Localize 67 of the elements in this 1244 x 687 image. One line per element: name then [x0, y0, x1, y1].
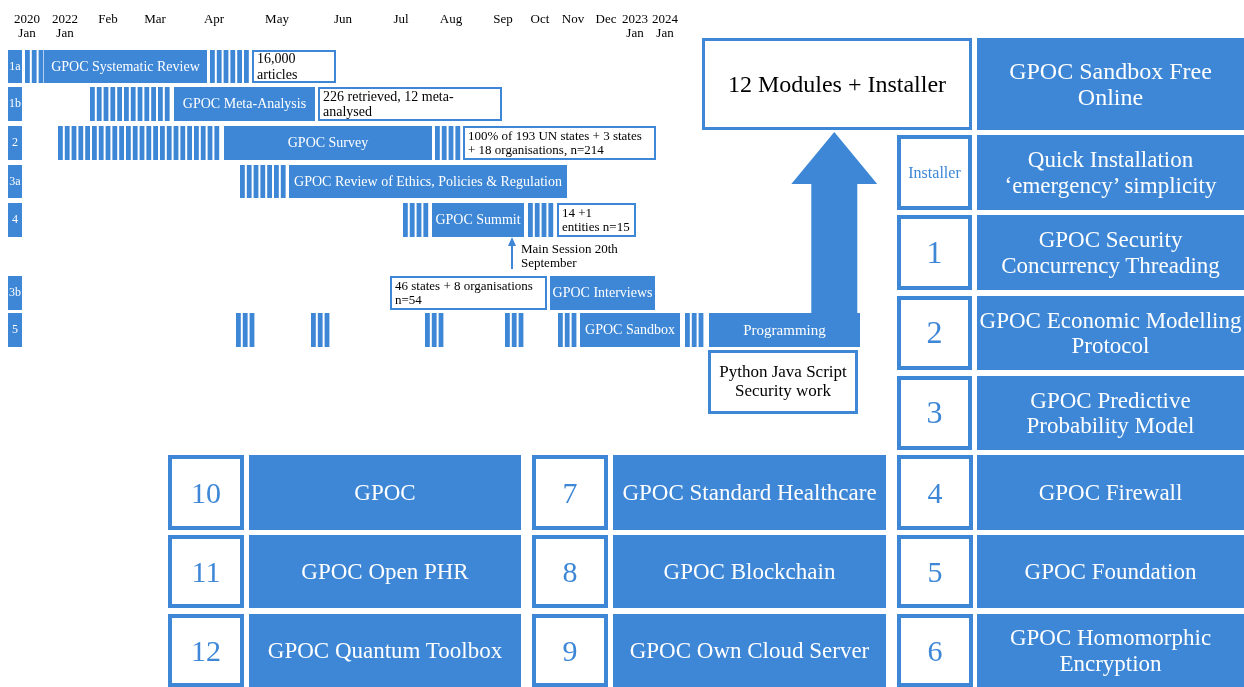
module-number: 8 — [532, 535, 608, 608]
axis-label: Apr — [202, 12, 226, 26]
axis-label: Mar — [143, 12, 167, 26]
module-number: 12 — [168, 614, 244, 687]
axis-label: 2024 Jan — [651, 12, 679, 40]
axis-label: Sep — [492, 12, 514, 26]
module-number: 7 — [532, 455, 608, 530]
summary-box: 12 Modules + Installer — [702, 38, 972, 130]
note-box: Python Java Script Security work — [708, 350, 858, 414]
module-number: 2 — [897, 296, 972, 370]
module-box: GPOC Blockchain — [613, 535, 886, 608]
row-label: 1b — [8, 87, 22, 121]
task-bar: GPOC Systematic Review — [44, 50, 207, 83]
note-box: 226 retrieved, 12 meta-analysed — [318, 87, 502, 121]
task-bar: GPOC Review of Ethics, Policies & Regulation — [289, 165, 567, 198]
module-box: GPOC Foundation — [977, 535, 1244, 608]
module-number: Installer — [897, 135, 972, 210]
module-box: GPOC Sandbox Free Online — [977, 38, 1244, 130]
module-number: 1 — [897, 215, 972, 290]
axis-label: 2020 Jan — [13, 12, 41, 40]
module-box: GPOC Homomorphic Encryption — [977, 614, 1244, 687]
task-bar: GPOC Interviews — [550, 276, 655, 310]
module-box: GPOC Quantum Toolbox — [249, 614, 521, 687]
module-box: GPOC Firewall — [977, 455, 1244, 530]
axis-label: 2023 Jan — [621, 12, 649, 40]
task-bar: GPOC Sandbox — [580, 313, 680, 347]
axis-label: 2022 Jan — [51, 12, 79, 40]
row-label: 2 — [8, 126, 22, 160]
module-box: GPOC Economic Modelling Protocol — [977, 296, 1244, 370]
module-box: GPOC Predictive Probability Model — [977, 376, 1244, 450]
axis-label: Jul — [392, 12, 410, 26]
task-bar: GPOC Survey — [224, 126, 432, 160]
note-box: 100% of 193 UN states + 3 states + 18 organisations, n=214 — [463, 126, 656, 160]
module-number: 3 — [897, 376, 972, 450]
row-label: 3a — [8, 165, 22, 198]
row-label: 5 — [8, 313, 22, 347]
axis-label: Oct — [529, 12, 551, 26]
axis-label: Feb — [97, 12, 119, 26]
module-box: GPOC Own Cloud Server — [613, 614, 886, 687]
module-number: 11 — [168, 535, 244, 608]
module-box: GPOC Security Concurrency Threading — [977, 215, 1244, 290]
module-number: 10 — [168, 455, 244, 530]
axis-label: May — [264, 12, 290, 26]
row-label: 4 — [8, 203, 22, 237]
row-label: 3b — [8, 276, 22, 310]
axis-label: Jun — [332, 12, 354, 26]
arrow — [508, 237, 516, 270]
row-label: 1a — [8, 50, 22, 83]
task-bar: GPOC Summit — [432, 203, 524, 237]
module-number: 5 — [897, 535, 973, 608]
axis-label: Dec — [594, 12, 618, 26]
module-number: 6 — [897, 614, 973, 687]
note-box: 16,000 articles — [252, 50, 336, 83]
axis-label: Aug — [438, 12, 464, 26]
axis-label: Nov — [560, 12, 586, 26]
block-arrow — [791, 132, 878, 313]
task-bar: GPOC Meta-Analysis — [174, 87, 315, 121]
module-box: GPOC Open PHR — [249, 535, 521, 608]
annotation-text: Main Session 20th September — [521, 241, 621, 271]
module-box: GPOC — [249, 455, 521, 530]
note-box: 14 +1 entities n=15 — [557, 203, 636, 237]
note-box: 46 states + 8 organisations n=54 — [390, 276, 547, 310]
module-box: Quick Installation ‘emergency’ simplicity — [977, 135, 1244, 210]
task-bar: Programming — [709, 313, 860, 347]
module-box: GPOC Standard Healthcare — [613, 455, 886, 530]
module-number: 9 — [532, 614, 608, 687]
module-number: 4 — [897, 455, 973, 530]
